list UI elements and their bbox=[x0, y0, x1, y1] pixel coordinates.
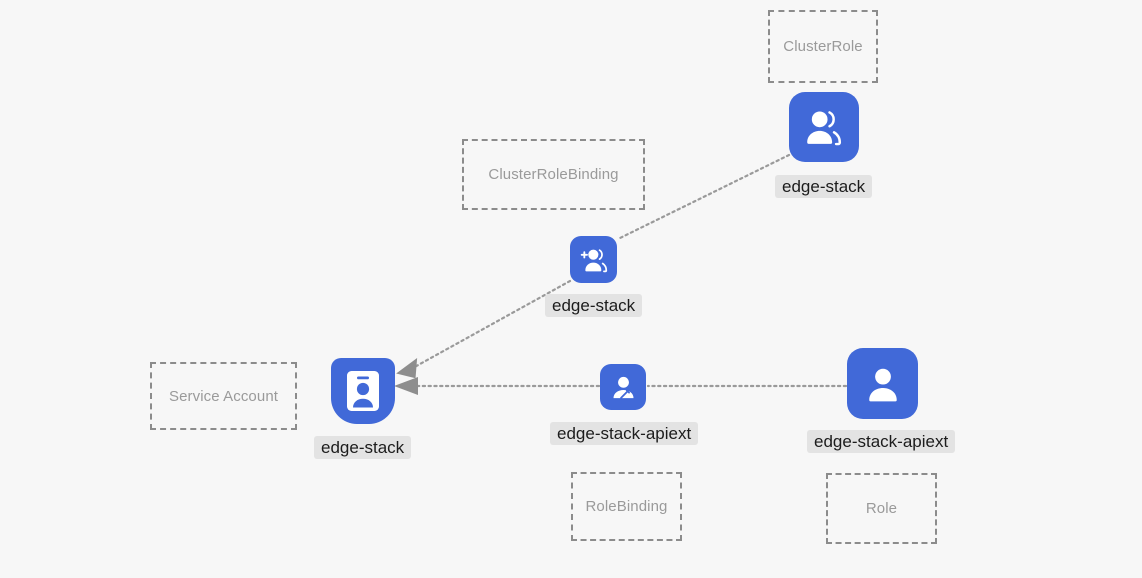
node-label-rolebinding: edge-stack-apiext bbox=[550, 422, 699, 445]
node-clusterrolebinding-edge-stack[interactable] bbox=[570, 236, 617, 283]
kind-box-role: Role bbox=[826, 473, 937, 544]
kind-box-clusterrole: ClusterRole bbox=[768, 10, 878, 83]
node-label-clusterrolebinding: edge-stack bbox=[545, 294, 643, 317]
node-role-edge-stack-apiext[interactable] bbox=[847, 348, 918, 419]
node-label-serviceaccount: edge-stack bbox=[314, 436, 412, 459]
kind-label-role: Role bbox=[865, 500, 898, 517]
node-label-clusterrole: edge-stack bbox=[775, 175, 873, 198]
group-add-icon bbox=[578, 244, 610, 276]
person-edit-icon bbox=[608, 372, 639, 403]
kind-label-serviceaccount: Service Account bbox=[168, 387, 279, 405]
node-label-role: edge-stack-apiext bbox=[807, 430, 956, 453]
node-serviceaccount-edge-stack[interactable] bbox=[331, 358, 395, 424]
arrowhead-to-serviceaccount-lower bbox=[394, 377, 418, 395]
node-rolebinding-edge-stack-apiext[interactable] bbox=[600, 364, 646, 410]
group-icon bbox=[801, 104, 847, 150]
kind-label-rolebinding: RoleBinding bbox=[585, 498, 668, 515]
node-clusterrole-edge-stack[interactable] bbox=[789, 92, 859, 162]
kind-label-clusterrolebinding: ClusterRoleBinding bbox=[488, 166, 619, 183]
kind-box-rolebinding: RoleBinding bbox=[571, 472, 682, 541]
id-badge-icon bbox=[344, 369, 382, 413]
kind-box-serviceaccount: Service Account bbox=[150, 362, 297, 430]
kind-box-clusterrolebinding: ClusterRoleBinding bbox=[462, 139, 645, 210]
arrowhead-to-serviceaccount-upper bbox=[396, 358, 418, 379]
kind-label-clusterrole: ClusterRole bbox=[783, 38, 863, 55]
person-icon bbox=[861, 362, 905, 406]
